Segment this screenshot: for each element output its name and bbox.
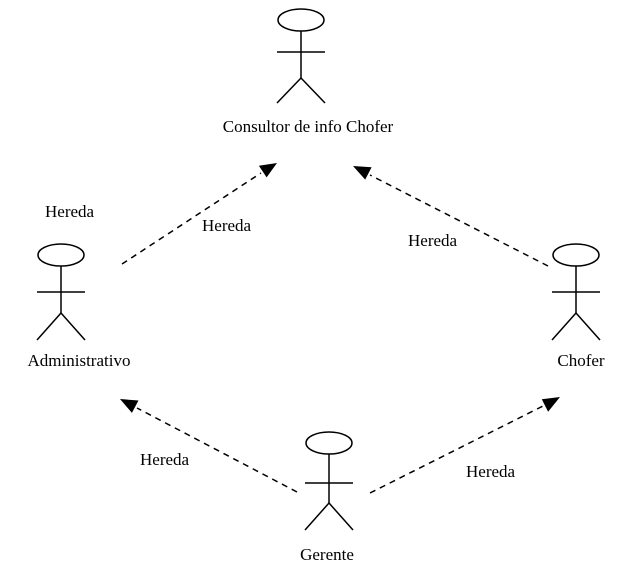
actor-consultor-left-leg (276, 77, 302, 104)
arrow-gerente-to-chofer-line (369, 405, 544, 494)
actor-gerente-figure[interactable] (304, 431, 354, 531)
actor-gerente-label: Gerente (300, 545, 354, 564)
actor-chofer-right-leg (575, 312, 601, 341)
arrowhead-to-administrativo (120, 399, 139, 413)
actor-chofer-figure[interactable] (551, 243, 601, 341)
actor-chofer-head (552, 243, 600, 267)
arrow-administrativo-to-consultor-line (121, 172, 262, 265)
actor-administrativo-right-leg (60, 312, 86, 341)
hereda-label-top-left: Hereda (202, 216, 252, 235)
actor-consultor-figure[interactable] (276, 8, 326, 104)
actor-gerente-head (305, 431, 353, 455)
hereda-label-bottom-right: Hereda (466, 462, 516, 481)
hereda-label-bottom-left: Hereda (140, 450, 190, 469)
actor-gerente-right-leg (328, 502, 354, 531)
arrowhead-to-consultor-left (258, 163, 277, 178)
actor-consultor-right-leg (300, 77, 326, 104)
hereda-label-top-right: Hereda (408, 231, 458, 250)
actor-chofer-label: Chofer (557, 351, 605, 370)
actor-chofer-left-leg (551, 312, 577, 341)
actor-administrativo-head (37, 243, 85, 267)
actor-consultor-label: Consultor de info Chofer (222, 117, 394, 136)
arrowhead-to-consultor-right (353, 166, 372, 180)
arrow-chofer-to-consultor-line (369, 174, 549, 267)
actor-consultor-head (277, 8, 325, 32)
actor-administrativo-left-leg (36, 312, 62, 341)
hereda-label-top-left-outer: Hereda (45, 202, 95, 221)
arrowhead-to-chofer (541, 397, 560, 412)
actor-administrativo-figure[interactable] (36, 243, 86, 341)
actor-gerente-left-leg (304, 502, 330, 531)
arrow-gerente-to-administrativo-line (136, 407, 298, 493)
actor-administrativo-label: Administrativo (27, 351, 131, 370)
